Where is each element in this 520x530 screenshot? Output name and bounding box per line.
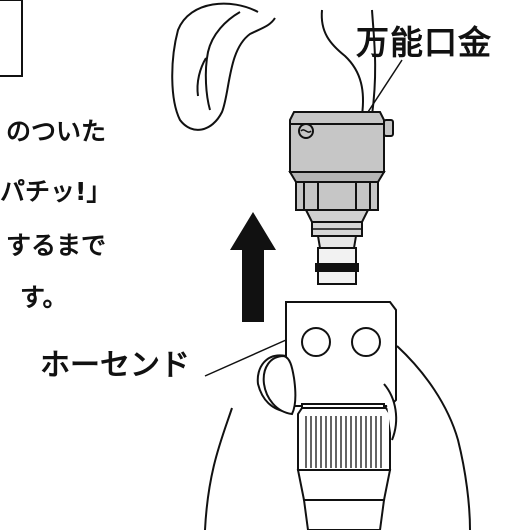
instruction-line-4: す。 <box>20 283 68 312</box>
up-arrow-icon <box>230 212 276 322</box>
hose-end-connector <box>285 301 397 530</box>
hose-leader-line <box>204 339 287 377</box>
hose-end-label: ホーセンド <box>40 348 190 383</box>
hand-fingers <box>262 354 398 441</box>
nozzle-leader-line <box>367 59 403 113</box>
universal-nozzle <box>288 111 394 285</box>
instruction-line-3: するまで <box>6 231 107 260</box>
instruction-line-1: のついた <box>6 117 107 146</box>
faucet <box>171 2 377 131</box>
partial-frame <box>0 0 23 77</box>
instruction-line-2: パチッ!」 <box>0 177 112 206</box>
universal-nozzle-label: 万能口金 <box>356 23 492 62</box>
